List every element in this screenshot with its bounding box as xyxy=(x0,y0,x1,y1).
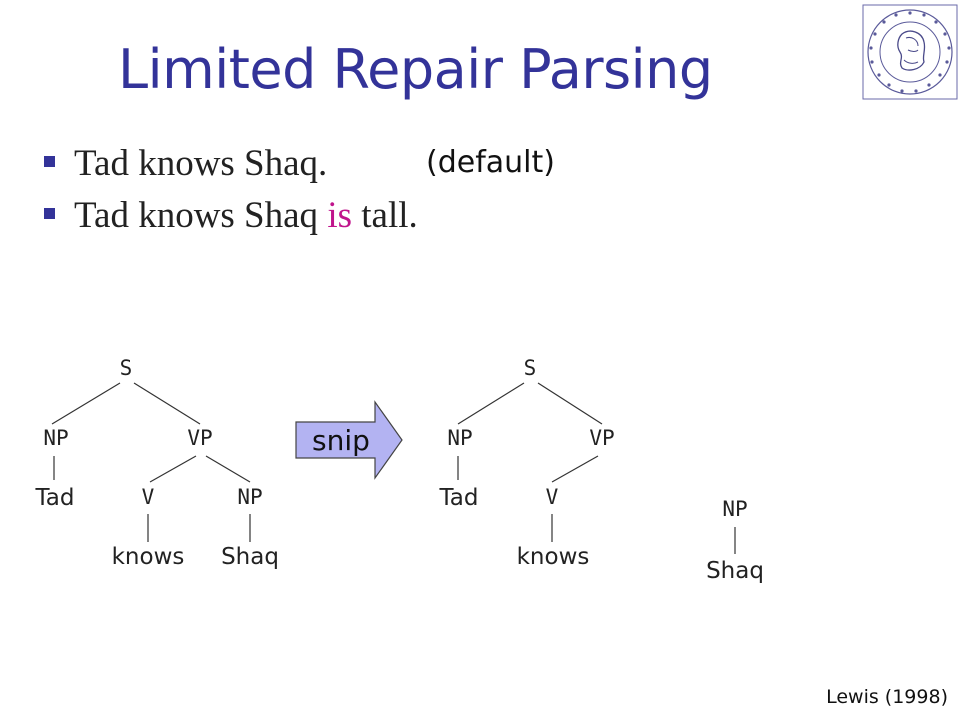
edge xyxy=(551,455,599,483)
edge xyxy=(133,382,201,425)
detached-subtree: NP Shaq xyxy=(706,497,764,584)
node-vp: VP xyxy=(187,426,212,450)
node-v: V xyxy=(142,485,155,509)
square-bullet-icon xyxy=(44,208,55,219)
word-shaq: Shaq xyxy=(706,558,764,584)
citation: Lewis (1998) xyxy=(826,686,948,708)
edge xyxy=(537,382,603,425)
node-s: S xyxy=(120,356,133,380)
edge xyxy=(51,382,121,425)
edge xyxy=(149,455,197,483)
edge xyxy=(457,382,525,425)
node-np: NP xyxy=(447,426,472,450)
node-np: NP xyxy=(43,426,68,450)
snip-label: snip xyxy=(312,424,370,457)
bullet-text-before: Tad knows Shaq xyxy=(74,195,328,236)
word-knows: knows xyxy=(112,544,185,570)
word-shaq: Shaq xyxy=(221,544,279,570)
university-seal-logo xyxy=(862,4,958,100)
node-np: NP xyxy=(722,497,747,521)
word-tad: Tad xyxy=(35,485,75,511)
node-np: NP xyxy=(237,485,262,509)
bullet-text: Tad knows Shaq. xyxy=(74,143,328,184)
tree-before: S NP VP Tad V NP knows Shaq xyxy=(35,356,279,570)
word-knows: knows xyxy=(517,544,590,570)
snip-arrow: snip xyxy=(295,400,403,480)
word-tad: Tad xyxy=(439,485,479,511)
highlighted-word: is xyxy=(327,195,352,236)
bullet-note: (default) xyxy=(426,145,555,180)
arrow-right-icon xyxy=(295,400,403,480)
edge xyxy=(205,455,251,483)
bullet-text-after: tall. xyxy=(352,195,418,236)
slide-title: Limited Repair Parsing xyxy=(118,38,713,101)
bullet-text: Tad knows Shaq is tall. xyxy=(74,194,418,237)
node-v: V xyxy=(546,485,559,509)
square-bullet-icon xyxy=(44,156,55,167)
tree-after: S NP VP Tad V knows xyxy=(439,356,615,570)
node-s: S xyxy=(524,356,537,380)
node-vp: VP xyxy=(589,426,614,450)
